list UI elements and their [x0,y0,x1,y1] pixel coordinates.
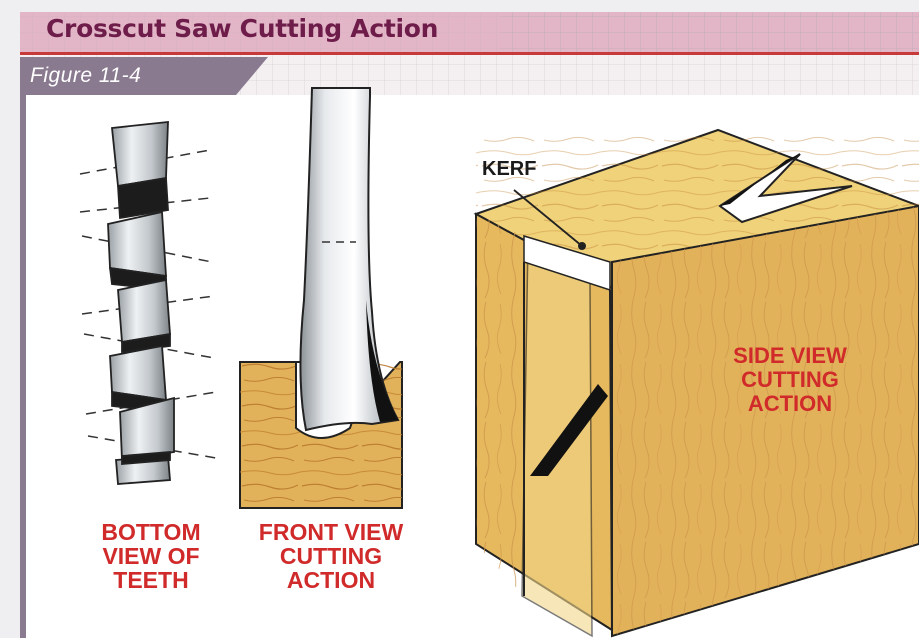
kerf-label: KERF [482,158,537,180]
title-bar [20,12,919,55]
figure-label: Figure 11-4 [30,64,142,87]
caption-line: CUTTING [279,543,383,570]
caption-bottom-view: BOTTOM VIEW OF TEETH [66,519,236,594]
caption-side-view: SIDE VIEW CUTTING ACTION [690,344,890,415]
caption-line: ACTION [747,390,833,416]
front-view-cutting [239,87,403,509]
side-view-cutting [473,128,919,638]
caption-line: CUTTING [741,366,839,392]
caption-line: TEETH [113,567,189,594]
caption-line: ACTION [286,567,376,594]
caption-line: BOTTOM [101,519,201,545]
caption-front-view: FRONT VIEW CUTTING ACTION [234,519,428,594]
bottom-view-teeth [79,120,217,485]
caption-line: SIDE VIEW [733,343,847,368]
caption-line: VIEW OF [102,543,200,570]
caption-line: FRONT VIEW [258,519,404,545]
page-title: Crosscut Saw Cutting Action [46,14,439,43]
figure-tab [20,55,919,95]
